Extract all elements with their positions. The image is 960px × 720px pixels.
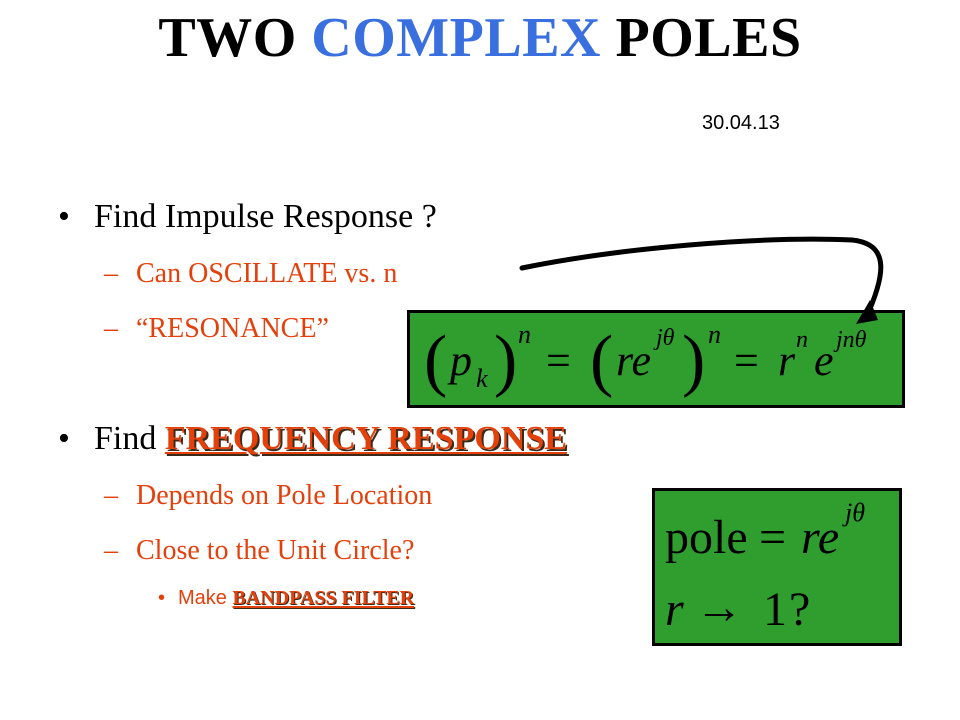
- bullet-impulse-response-text: Find Impulse Response ?: [94, 198, 437, 235]
- sub-bullet-pole-location: –Depends on Pole Location: [104, 480, 432, 512]
- bullet-dot: •: [58, 198, 70, 235]
- equation-pole-power: ( p k ) n = ( re jθ ) n = r n e jnθ: [424, 320, 867, 399]
- svg-text:n: n: [796, 327, 808, 353]
- sub-bullet-oscillate: –Can OSCILLATE vs. n: [104, 258, 397, 290]
- sub-bullet-resonance-text: “RESONANCE”: [136, 313, 329, 344]
- bullet-frequency-response: • Find FREQUENCY RESPONSE: [58, 420, 567, 458]
- svg-text:re: re: [801, 511, 839, 564]
- bullet-impulse-response: • Find Impulse Response ?: [58, 198, 437, 236]
- sub-bullet-dash: –: [104, 480, 118, 511]
- svg-text:): ): [682, 322, 705, 399]
- sub-bullet-dash: –: [104, 258, 118, 289]
- svg-text:→: →: [695, 581, 743, 634]
- svg-text:=: =: [759, 511, 786, 564]
- sub-sub-bullet-bandpass: • Make BANDPASS FILTER: [158, 587, 414, 610]
- bullet-dot: •: [58, 420, 70, 457]
- equation-box-pole-unit-circle: pole = re jθ r → 1 ?: [652, 488, 902, 646]
- svg-text:?: ?: [789, 583, 810, 636]
- svg-text:=: =: [546, 336, 571, 385]
- sub-bullet-dash: –: [104, 535, 118, 566]
- svg-text:1: 1: [763, 583, 787, 636]
- svg-text:n: n: [708, 320, 721, 349]
- frequency-response-emphasis: FREQUENCY RESPONSE: [164, 420, 567, 457]
- svg-text:p: p: [447, 336, 472, 385]
- sub-bullet-oscillate-text: Can OSCILLATE vs. n: [136, 258, 398, 289]
- sub-bullet-pole-location-text: Depends on Pole Location: [136, 480, 433, 511]
- svg-text:jθ: jθ: [842, 498, 865, 527]
- equation-box-pole-power: ( p k ) n = ( re jθ ) n = r n e jnθ: [407, 310, 905, 408]
- svg-text:k: k: [476, 364, 488, 393]
- slide-date: 30.04.13: [702, 112, 780, 134]
- arrow-head: [856, 300, 878, 324]
- svg-text:(: (: [424, 322, 447, 399]
- bullet-frequency-prefix: Find: [94, 420, 165, 457]
- svg-text:re: re: [616, 336, 651, 385]
- bandpass-prefix: Make: [178, 587, 233, 609]
- sub-bullet-dash: –: [104, 313, 118, 344]
- slide-title: TWO COMPLEX POLES: [0, 6, 960, 70]
- svg-text:(: (: [590, 322, 613, 399]
- bandpass-filter-emphasis: BANDPASS FILTER: [232, 587, 415, 609]
- sub-bullet-resonance: –“RESONANCE”: [104, 313, 329, 345]
- svg-text:jnθ: jnθ: [833, 327, 867, 353]
- svg-text:n: n: [518, 320, 531, 349]
- svg-text:r: r: [665, 583, 684, 636]
- svg-text:jθ: jθ: [653, 325, 675, 351]
- equation-pole-unit-circle: pole = re jθ r → 1 ?: [665, 498, 865, 636]
- sub-bullet-unit-circle: –Close to the Unit Circle?: [104, 535, 414, 567]
- sub-sub-bullet-dot: •: [158, 587, 166, 609]
- svg-text:pole: pole: [665, 511, 748, 564]
- title-part-1: TWO: [158, 7, 312, 69]
- svg-text:): ): [494, 322, 517, 399]
- sub-bullet-unit-circle-text: Close to the Unit Circle?: [136, 535, 415, 566]
- title-part-3: POLES: [601, 7, 802, 69]
- svg-text:e: e: [814, 336, 834, 385]
- title-accent-complex: COMPLEX: [311, 7, 601, 69]
- svg-text:r: r: [778, 336, 796, 385]
- svg-text:=: =: [734, 336, 759, 385]
